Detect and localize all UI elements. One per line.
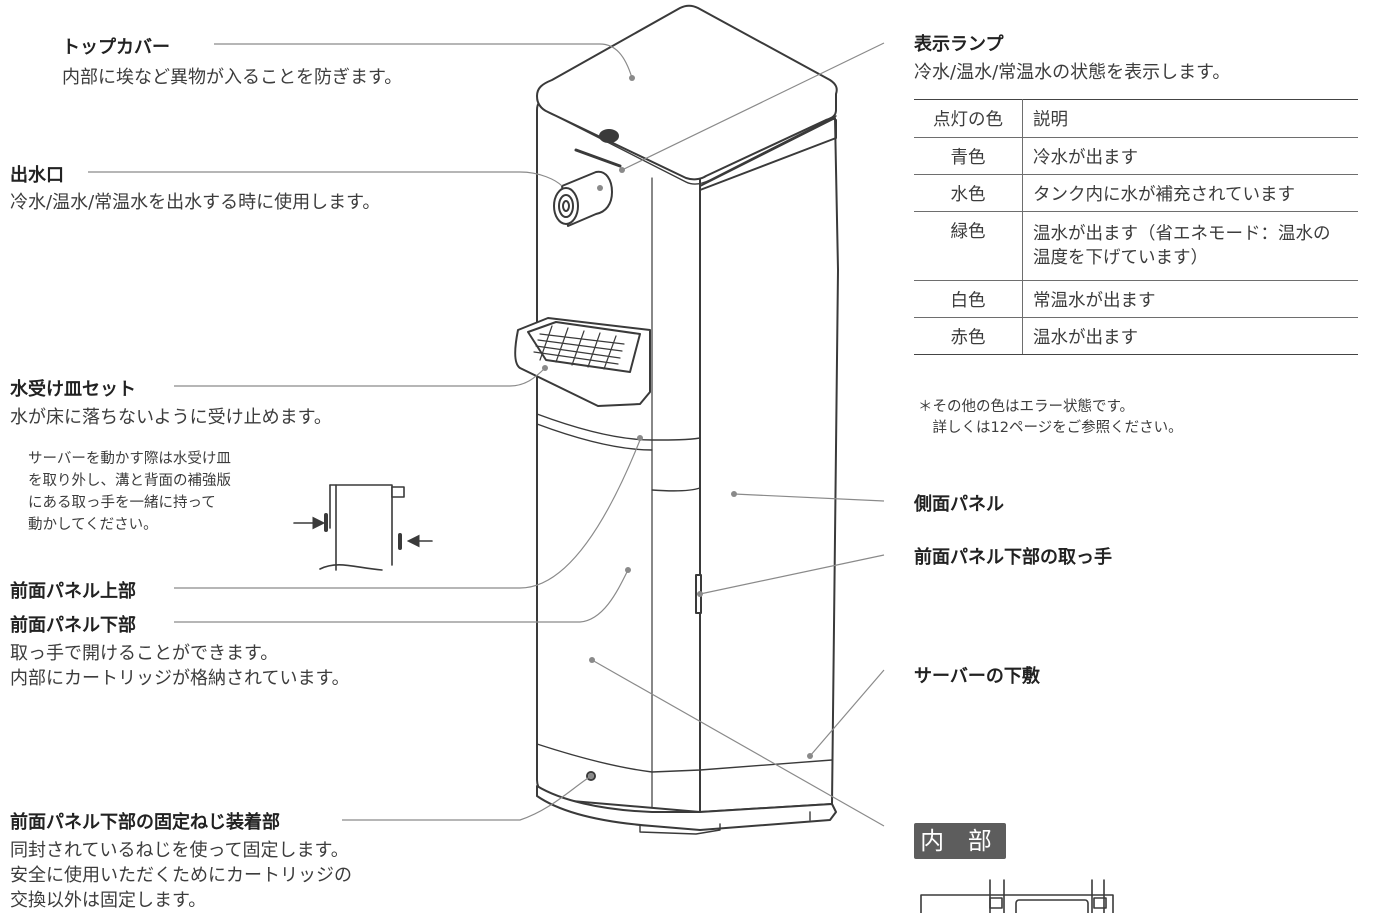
- base-title: サーバーの下敷: [914, 666, 1040, 687]
- footnote-line: 詳しくは12ページをご参照ください。: [918, 420, 1183, 436]
- table-row: 緑色 温水が出ます（省エネモード：温水の 温度を下げています）: [914, 211, 1358, 281]
- outlet-desc: 冷水/温水/常温水を出水する時に使用します。: [10, 192, 381, 213]
- table-row: 赤色 温水が出ます: [914, 317, 1358, 355]
- lamp-desc-cell: 温水が出ます: [1022, 317, 1358, 355]
- footnote-line: ＊その他の色はエラー状態です。: [918, 399, 1135, 415]
- front-lower-desc: 内部にカートリッジが格納されています。: [10, 668, 350, 689]
- lamp-table: 点灯の色 説明 青色 冷水が出ます 水色 タンク内に水が補充されています 緑色 …: [914, 99, 1358, 355]
- leader-screw: [342, 775, 592, 821]
- leader-drip-tray: [174, 367, 546, 387]
- front-upper-title: 前面パネル上部: [10, 581, 136, 602]
- lamp-desc: 冷水/温水/常温水の状態を表示します。: [914, 62, 1231, 83]
- table-header-color: 点灯の色: [914, 99, 1023, 138]
- leader-outlet: [88, 171, 563, 187]
- tray-removal-sketch: [293, 484, 433, 571]
- leader-top-cover: [214, 43, 633, 79]
- table-row: 水色 タンク内に水が補充されています: [914, 174, 1358, 212]
- screw-desc: 安全に使用いただくためにカートリッジの: [10, 865, 352, 886]
- lamp-desc-line: 温度を下げています）: [1033, 248, 1208, 268]
- side-panel-title: 側面パネル: [914, 494, 1004, 515]
- inside-badge: 内 部: [914, 823, 1006, 859]
- lamp-color-cell: 赤色: [914, 317, 1023, 355]
- table-header-desc: 説明: [1022, 99, 1358, 138]
- front-lower-title: 前面パネル下部: [10, 615, 136, 636]
- lamp-color-cell: 白色: [914, 280, 1023, 318]
- screw-desc: 同封されているねじを使って固定します。: [10, 840, 349, 861]
- front-lower-desc: 取っ手で開けることができます。: [10, 643, 279, 664]
- table-header-row: 点灯の色 説明: [914, 99, 1358, 138]
- leader-front-lower: [174, 569, 629, 623]
- leader-front-upper: [174, 439, 641, 589]
- lamp-title: 表示ランプ: [914, 34, 1004, 55]
- lamp-color-cell: 青色: [914, 137, 1023, 175]
- lamp-desc-cell: 常温水が出ます: [1022, 280, 1358, 318]
- top-cover-title: トップカバー: [62, 37, 170, 58]
- side-body: [699, 117, 839, 813]
- outlet-title: 出水口: [10, 165, 64, 186]
- table-row: 白色 常温水が出ます: [914, 280, 1358, 318]
- lamp-desc-cell: 温水が出ます（省エネモード：温水の 温度を下げています）: [1022, 211, 1358, 281]
- leader-lamp: [621, 42, 885, 171]
- tray-note-line: を取り外し、溝と背面の補強版: [28, 473, 231, 489]
- tray-note-line: にある取っ手を一緒に持って: [28, 495, 216, 511]
- leader-handle: [699, 554, 885, 595]
- lamp-desc-cell: タンク内に水が補充されています: [1022, 174, 1358, 212]
- leader-base: [809, 669, 885, 757]
- lamp-desc-line: 温水が出ます（省エネモード：温水の: [1033, 224, 1331, 244]
- drip-tray-title: 水受け皿セット: [10, 379, 136, 400]
- tray-note-line: サーバーを動かす際は水受け皿: [28, 451, 231, 467]
- tray-note-line: 動かしてください。: [28, 517, 158, 533]
- inside-snippet: [920, 879, 1114, 913]
- leader-inside: [591, 659, 885, 827]
- table-row: 青色 冷水が出ます: [914, 137, 1358, 175]
- screw-desc: 交換以外は固定します。: [10, 890, 207, 911]
- lamp-desc-cell: 冷水が出ます: [1022, 137, 1358, 175]
- lamp-color-cell: 緑色: [914, 211, 1023, 281]
- top-cover-desc: 内部に埃など異物が入ることを防ぎます。: [62, 67, 403, 88]
- lamp-color-cell: 水色: [914, 174, 1023, 212]
- screw-title: 前面パネル下部の固定ねじ装着部: [10, 812, 280, 833]
- drip-tray-desc: 水が床に落ちないように受け止めます。: [10, 407, 332, 428]
- front-handle-title: 前面パネル下部の取っ手: [914, 547, 1112, 568]
- base: [536, 785, 837, 831]
- leader-side-panel: [733, 493, 885, 502]
